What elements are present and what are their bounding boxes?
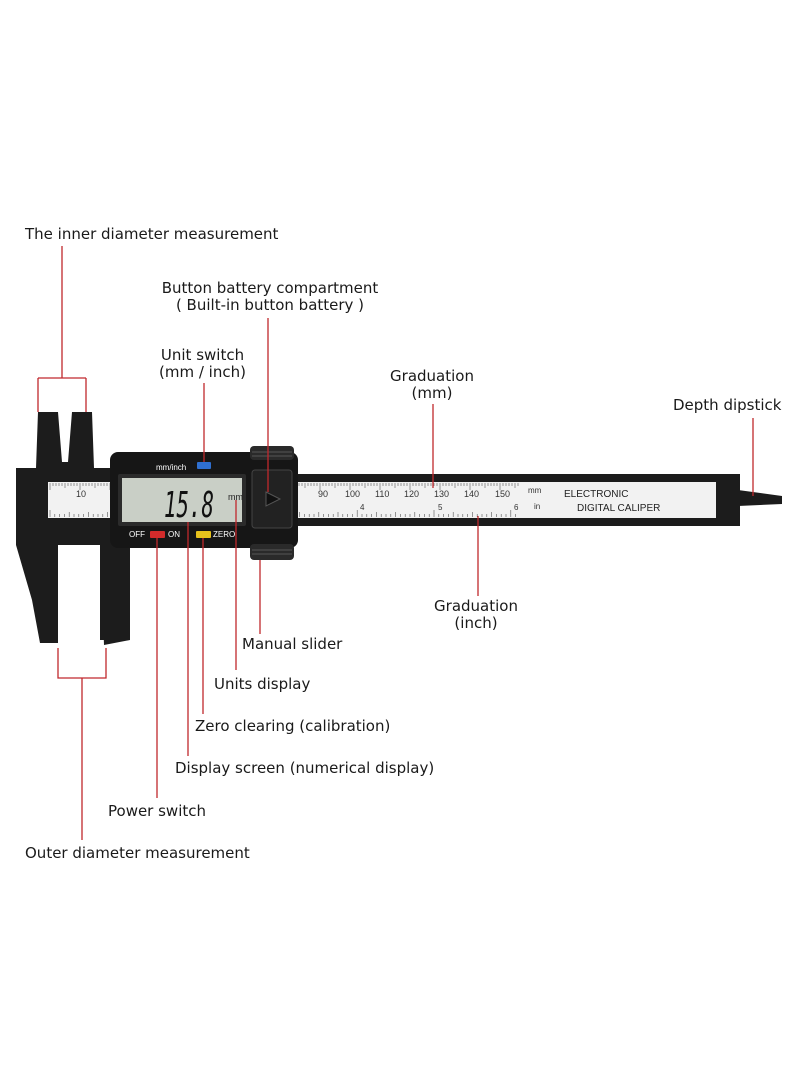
label-outer-diameter: Outer diameter measurement [25,844,250,862]
label-power-switch: Power switch [108,802,207,820]
mm-tick-label: 90 [318,489,328,499]
mm-ticks [49,483,519,490]
on-label: ON [168,530,180,539]
inch-tick-label: 5 [438,503,443,512]
label-graduation-mm-line1: Graduation [390,367,474,385]
lcd-reading: 15.8 [164,485,214,526]
brand-line-1: ELECTRONIC [564,489,628,500]
lcd-unit: mm [228,492,243,502]
slider-outer-jaw [100,535,130,645]
label-graduation-inch: Graduation (inch) [416,598,536,632]
depth-rod [738,490,782,506]
label-graduation-inch-line1: Graduation [434,597,518,615]
jaw-scale-label: 10 [76,489,86,499]
battery-arrow-icon [265,491,282,507]
label-graduation-mm-line2: (mm) [411,384,453,402]
lcd-screen [122,478,242,522]
label-unit-switch-line1: Unit switch [160,346,245,364]
label-battery-line1: Button battery compartment [161,279,379,297]
mm-tick-label: 120 [404,489,419,499]
unit-switch-button[interactable] [197,462,211,469]
off-label: OFF [129,530,145,539]
label-depth-dipstick: Depth dipstick [673,396,782,414]
label-graduation-inch-line2: (inch) [454,614,498,632]
scale-mm-unit: mm [528,486,542,495]
label-manual-slider: Manual slider [242,635,343,653]
leader-outer-diameter [57,648,107,840]
leader-lines [37,246,754,840]
zero-label: ZERO [213,530,235,539]
inch-tick-label: 6 [514,503,519,512]
power-button[interactable] [150,531,165,538]
scale-in-unit: in [534,502,540,511]
manual-slider-roller[interactable] [250,446,294,560]
label-battery-line2: ( Built-in button battery ) [175,296,365,314]
leader-inner-diameter [37,246,87,412]
mm-tick-label: 130 [434,489,449,499]
inch-tick-label: 4 [360,503,365,512]
unit-button-label: mm/inch [156,463,186,472]
mm-tick-label: 150 [495,489,510,499]
mm-tick-labels: 90 100 110 120 130 140 150 [318,489,510,499]
label-battery: Button battery compartment ( Built-in bu… [150,280,390,314]
label-display-screen: Display screen (numerical display) [175,759,435,777]
mm-tick-label: 100 [345,489,360,499]
label-zero-clearing: Zero clearing (calibration) [195,717,391,735]
fixed-jaw [16,412,120,643]
mm-tick-label: 140 [464,489,479,499]
inch-tick-labels: 4 5 6 [360,503,519,512]
label-graduation-mm: Graduation (mm) [372,368,492,402]
label-unit-switch-line2: (mm / inch) [159,363,246,381]
mm-tick-label: 110 [375,489,389,499]
inch-ticks [49,510,516,517]
label-inner-diameter: The inner diameter measurement [25,225,279,243]
label-unit-switch: Unit switch (mm / inch) [140,347,265,381]
label-units-display: Units display [214,675,311,693]
brand-line-2: DIGITAL CALIPER [577,503,660,514]
zero-button[interactable] [196,531,211,538]
